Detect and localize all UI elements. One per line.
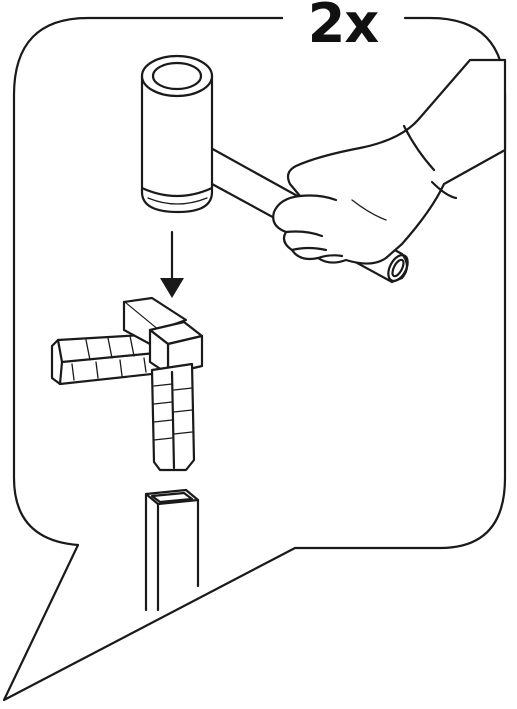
quantity-label: 2x [283,0,403,58]
hand [272,58,507,265]
callout-bubble [2,16,507,702]
downward-arrow [160,230,184,298]
corner-connector [50,296,204,472]
square-tube [144,488,200,612]
